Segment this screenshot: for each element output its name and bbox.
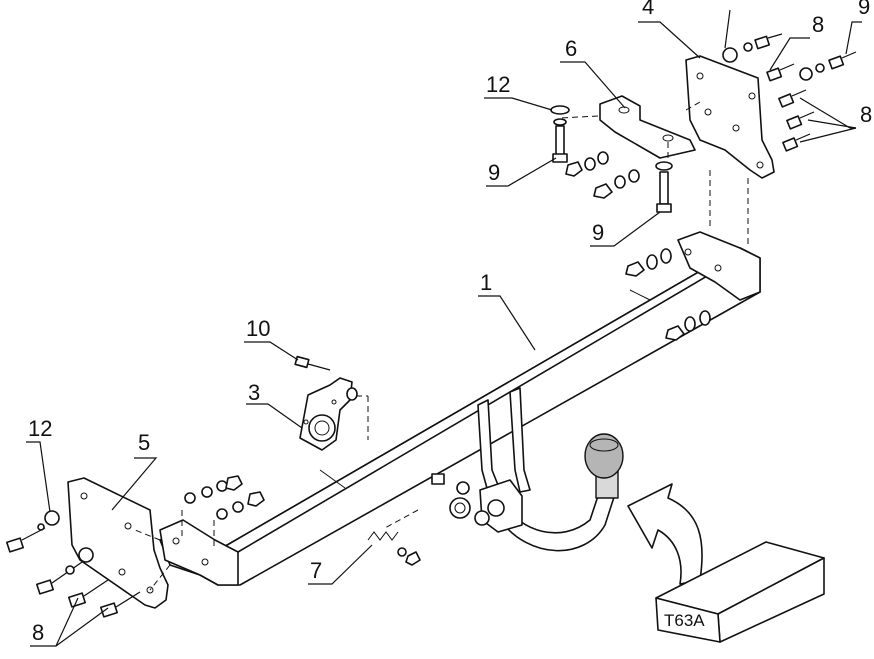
socket-plate-3 <box>299 377 358 451</box>
bolts-top-right <box>722 9 857 152</box>
callout-8-bottom: 8 <box>32 620 44 645</box>
callout-9-topright: 9 <box>858 0 870 19</box>
bolts-left <box>5 510 141 618</box>
callouts: 1 3 4 5 6 7 8 8 8 9 9 9 10 12 12 <box>26 0 872 647</box>
curved-arrow-icon <box>627 483 703 585</box>
washer-bolt-group-top <box>550 105 673 213</box>
callout-12-top: 12 <box>486 72 510 97</box>
bolt-10 <box>294 355 331 371</box>
spring-pin-7 <box>367 531 421 566</box>
callout-6: 6 <box>565 36 577 61</box>
callout-10: 10 <box>246 316 270 341</box>
ball-mount <box>449 387 616 552</box>
callout-8-right: 8 <box>860 102 872 127</box>
model-label: T63A <box>664 611 705 630</box>
side-plate-4 <box>685 55 775 179</box>
callout-8-top: 8 <box>812 12 824 37</box>
nuts-right-middle <box>625 248 711 341</box>
nuts-left-middle <box>184 475 265 520</box>
side-plate-5 <box>67 477 169 609</box>
callout-7: 7 <box>310 558 322 583</box>
callout-9-mid: 9 <box>488 160 500 185</box>
callout-3: 3 <box>248 380 260 405</box>
callout-9-low: 9 <box>592 220 604 245</box>
cross-beam <box>159 231 761 586</box>
callout-1: 1 <box>480 270 492 295</box>
callout-4: 4 <box>642 0 654 19</box>
bracket-6 <box>599 95 696 159</box>
tow-ball-icon <box>584 433 624 499</box>
model-box: T63A <box>655 541 825 643</box>
callout-12-left: 12 <box>28 416 52 441</box>
callout-5: 5 <box>138 430 150 455</box>
